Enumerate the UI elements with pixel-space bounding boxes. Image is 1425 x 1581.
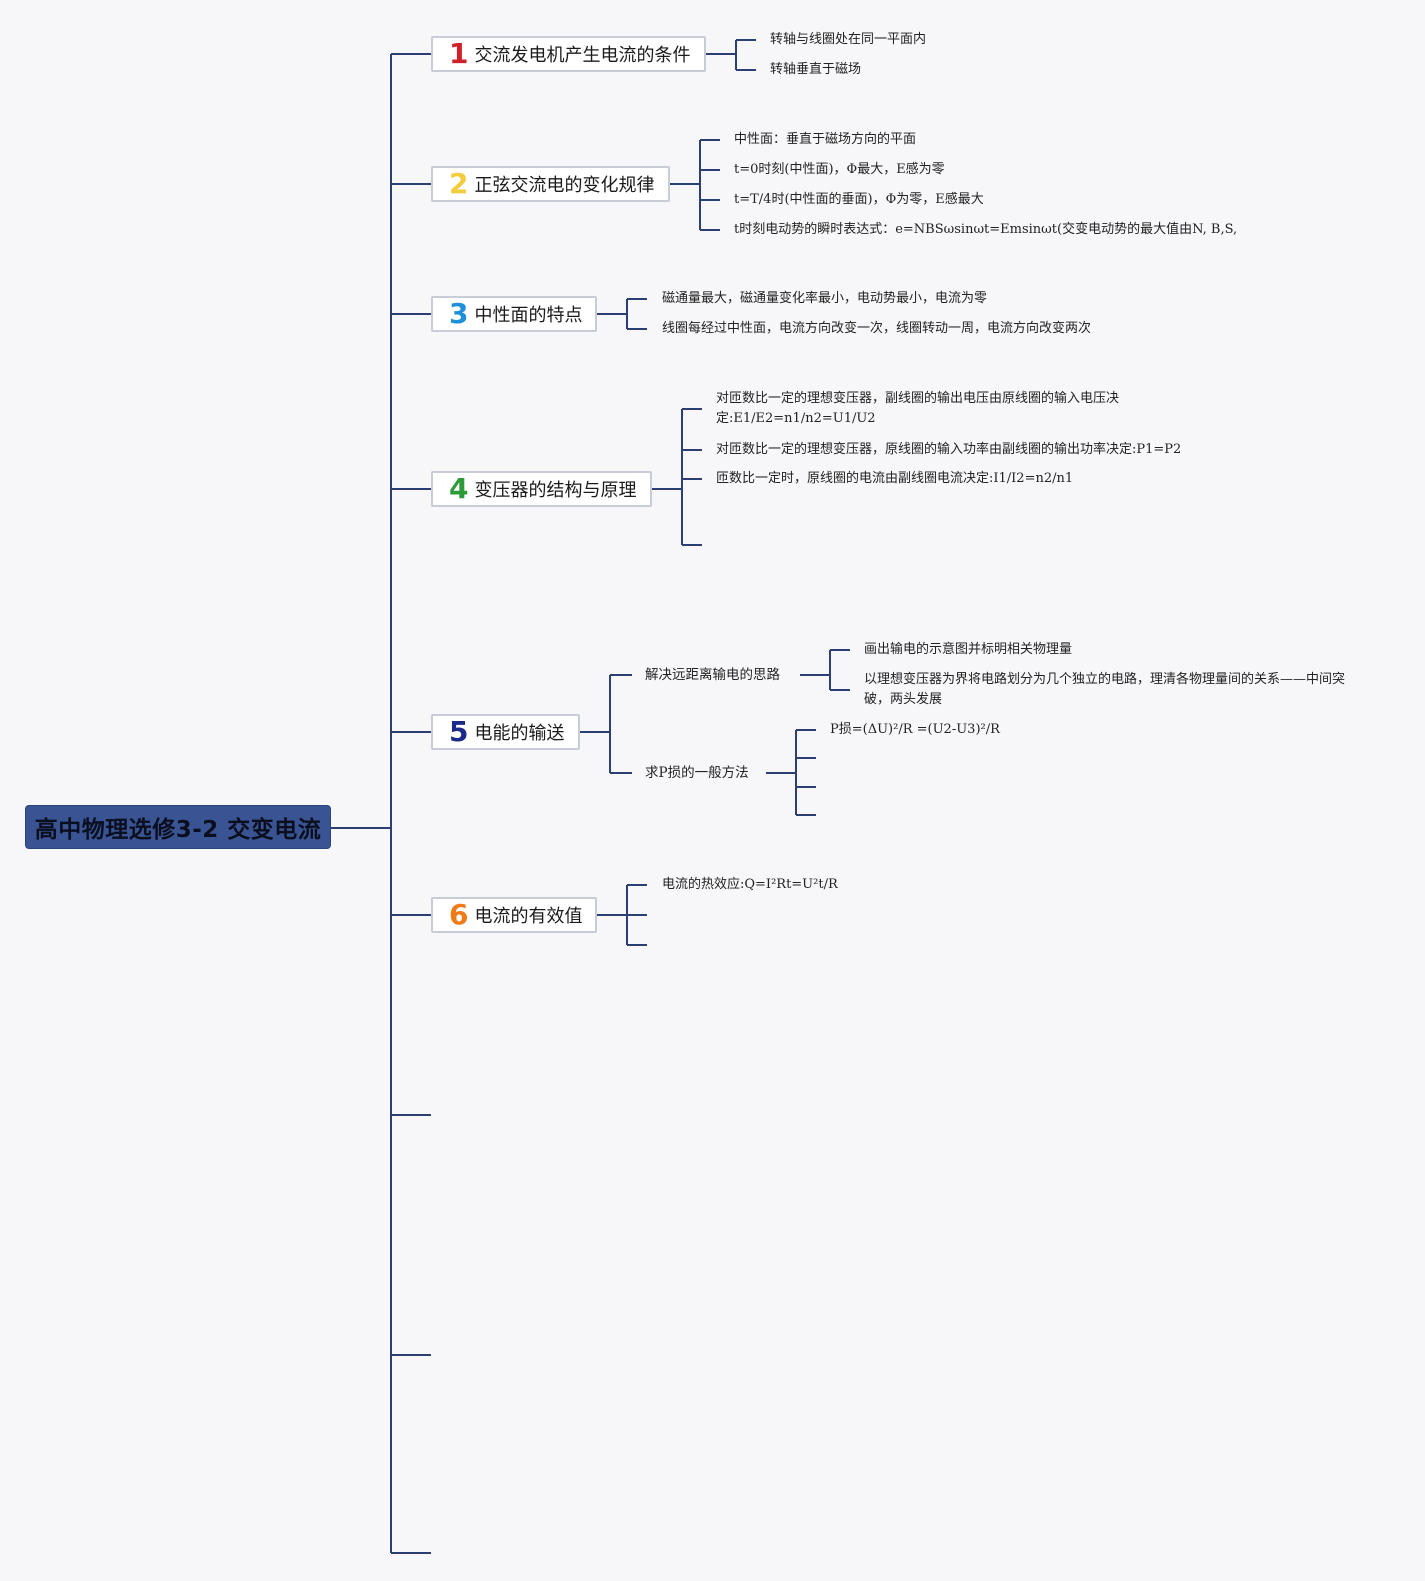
topic-number-5: 5 <box>449 715 469 748</box>
leaf-2-4[interactable]: t时刻电动势的瞬时表达式：e=NBSωsinωt=Emsinωt(交变电动势的最… <box>734 222 1238 237</box>
topic-number-3: 3 <box>449 297 469 330</box>
topic-3[interactable]: 3 中性面的特点 <box>431 296 597 332</box>
root-title: 高中物理选修3-2 交变电流 <box>34 817 322 843</box>
topic-1[interactable]: 1 交流发电机产生电流的条件 <box>431 36 706 72</box>
leaf-2-2[interactable]: t=0时刻(中性面)，Φ最大，E感为零 <box>734 162 945 177</box>
leaf-3-2[interactable]: 线圈每经过中性面，电流方向改变一次，线圈转动一周，电流方向改变两次 <box>662 321 1092 336</box>
leaf-4-3[interactable]: 匝数比一定时，原线圈的电流由副线圈电流决定:I1/I2=n2/n1 <box>716 471 1074 486</box>
leaf-2-3[interactable]: t=T/4时(中性面的垂面)，Φ为零，E感最大 <box>734 192 984 207</box>
leaf-5-1-1[interactable]: 画出输电的示意图并标明相关物理量 <box>864 642 1073 657</box>
leaf-4-1[interactable]: 对匝数比一定的理想变压器，副线圈的输出电压由原线圈的输入电压决定:E1/E2=n… <box>716 391 1120 426</box>
leaf-4-2[interactable]: 对匝数比一定的理想变压器，原线圈的输入功率由副线圈的输出功率决定:P1=P2 <box>716 442 1182 457</box>
subtopic-5-1[interactable]: 解决远距离输电的思路 <box>645 667 780 683</box>
topic-number-4: 4 <box>449 472 469 505</box>
leaf-3-1[interactable]: 磁通量最大，磁通量变化率最小，电动势最小，电流为零 <box>662 291 988 306</box>
topic-label-6: 电流的有效值 <box>474 906 583 927</box>
leaf-5-1-2[interactable]: 以理想变压器为界将电路划分为几个独立的电路，理清各物理量间的关系——中间突破，两… <box>864 672 1346 707</box>
topic-label-5: 电能的输送 <box>474 723 565 744</box>
topic-number-1: 1 <box>449 37 469 70</box>
leaf-1-1[interactable]: 转轴与线圈处在同一平面内 <box>770 32 927 47</box>
topic-label-4: 变压器的结构与原理 <box>474 480 637 501</box>
topic-2[interactable]: 2 正弦交流电的变化规律 <box>431 166 670 202</box>
leaf-2-1[interactable]: 中性面：垂直于磁场方向的平面 <box>734 132 917 147</box>
topic-6[interactable]: 6 电流的有效值 <box>431 897 597 933</box>
topic-number-6: 6 <box>449 898 469 931</box>
leaf-6-1[interactable]: 电流的热效应:Q=I²Rt=U²t/R <box>662 877 838 892</box>
topic-5[interactable]: 5 电能的输送 <box>431 714 580 750</box>
topic-label-3: 中性面的特点 <box>474 305 583 326</box>
leaf-5-2-1[interactable]: P损=(ΔU)²/R =(U2-U3)²/R <box>830 722 1000 737</box>
topic-label-2: 正弦交流电的变化规律 <box>474 175 655 196</box>
topic-label-1: 交流发电机产生电流的条件 <box>474 45 691 66</box>
topic-4[interactable]: 4 变压器的结构与原理 <box>431 471 652 507</box>
leaf-1-2[interactable]: 转轴垂直于磁场 <box>770 62 862 77</box>
subtopic-5-2[interactable]: 求P损的一般方法 <box>645 765 749 781</box>
topic-number-2: 2 <box>449 167 469 200</box>
root-topic[interactable]: 高中物理选修3-2 交变电流 <box>25 805 331 849</box>
